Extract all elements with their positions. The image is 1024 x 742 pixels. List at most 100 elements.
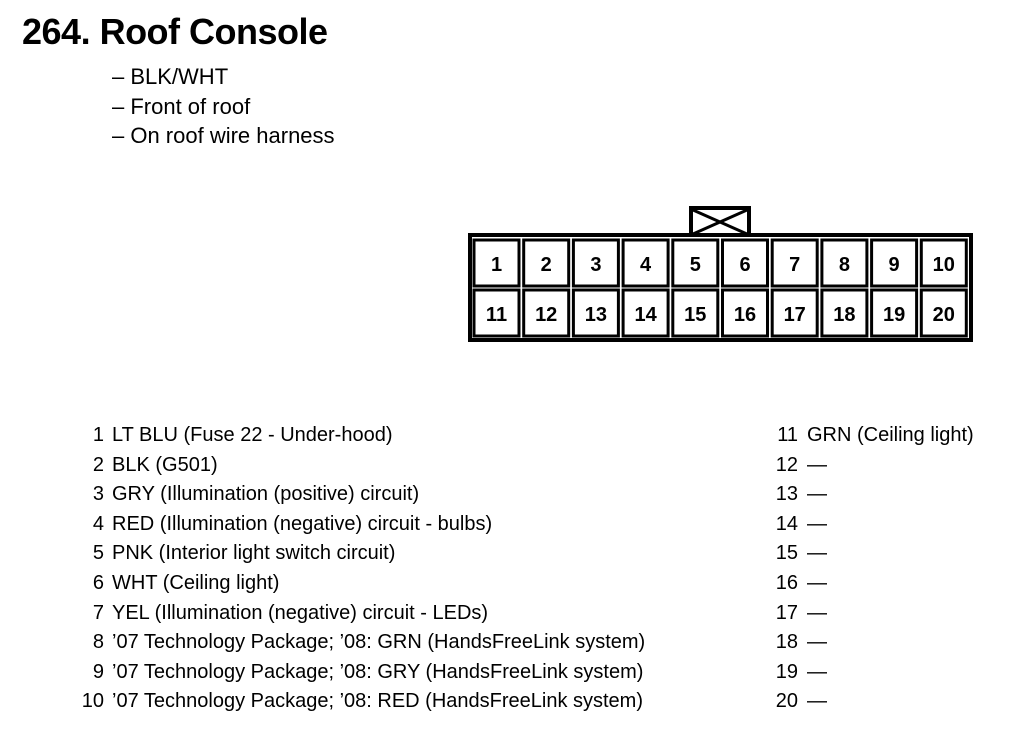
pin-description: BLK (G501)	[112, 453, 218, 476]
pin-number: 9	[92, 660, 104, 683]
pin-number: 12	[775, 453, 798, 476]
connector-pin-number: 13	[585, 304, 607, 326]
pin-number: 5	[92, 542, 104, 565]
pin-row: 17—	[770, 599, 974, 629]
pin-number: 15	[775, 542, 798, 565]
connector-pin: 13	[571, 288, 620, 338]
connector-pin: 16	[721, 288, 769, 338]
pin-number: 1	[92, 424, 104, 446]
pin-number: 2	[92, 453, 104, 476]
pin-number: 4	[92, 512, 104, 535]
pin-description: —	[807, 631, 827, 654]
pin-number: 16	[775, 571, 798, 594]
pin-row: 9’07 Technology Package; ’08: GRY (Hands…	[74, 658, 645, 688]
pin-description: ’07 Technology Package; ’08: GRN (HandsF…	[112, 631, 646, 654]
pin-number: 18	[775, 631, 798, 654]
connector-notes: – BLK/WHT – Front of roof – On roof wire…	[112, 62, 335, 151]
pin-description: YEL (Illumination (negative) circuit - L…	[112, 601, 489, 624]
pin-row: 3 GRY (Illumination (positive) circuit)	[74, 480, 645, 510]
pin-row: 6 WHT (Ceiling light)	[74, 569, 645, 599]
connector-pin-number: 10	[933, 254, 955, 276]
connector-pin: 1	[472, 238, 521, 288]
pin-number: 3	[92, 483, 104, 506]
pin-description: WHT (Ceiling light)	[112, 571, 280, 594]
connector-pin: 20	[919, 288, 968, 338]
pin-description: —	[807, 483, 827, 506]
pin-row: 8 ’07 Technology Package; ’08: GRN (Hands…	[74, 628, 645, 658]
pin-row: 7 YEL (Illumination (negative) circuit - …	[74, 599, 645, 629]
connector-pin: 8	[820, 238, 869, 288]
connector-pin: 11	[472, 288, 521, 338]
connector-pin-number: 17	[784, 304, 806, 326]
pin-row: 4 RED (Illumination (negative) circuit - …	[74, 510, 645, 540]
pin-row: 13 —	[770, 480, 974, 510]
pin-number: 13	[775, 483, 798, 506]
connector-pin-number: 11	[486, 304, 507, 326]
pin-row: 16 —	[770, 569, 974, 599]
connector-pin: 2	[522, 238, 571, 288]
connector-pin-number: 12	[535, 304, 557, 326]
pin-description: GRN (Ceiling light)	[807, 424, 974, 446]
note-harness: – On roof wire harness	[112, 123, 335, 148]
connector-pin-number: 9	[889, 254, 900, 276]
note-location: – Front of roof	[112, 93, 251, 119]
connector-pin-number: 2	[541, 254, 552, 276]
pin-row: 18 —	[770, 628, 974, 658]
connector-pin-number: 15	[684, 304, 706, 326]
page-title: 264. Roof Console	[22, 11, 328, 52]
connector-pin: 9	[870, 238, 919, 288]
pin-row: 15 —	[770, 539, 974, 569]
pin-description: ’07 Technology Package; ’08: RED (HandsF…	[112, 690, 643, 713]
connector-pin: 7	[770, 238, 819, 288]
pin-number: 14	[775, 512, 798, 535]
connector-pin: 14	[621, 288, 670, 338]
connector-pin: 15	[671, 288, 720, 338]
connector-pin-number: 7	[789, 254, 800, 276]
pin-number: 10	[81, 690, 104, 713]
pin-description: LT BLU (Fuse 22 - Under-hood)	[112, 424, 393, 446]
pin-number: 19	[775, 660, 798, 683]
connector-pin-number: 8	[839, 254, 850, 276]
pin-description: RED (Illumination (negative) circuit - b…	[112, 512, 493, 535]
pin-description: —	[807, 453, 827, 476]
connector-pin: 19	[870, 288, 919, 338]
pin-number: 11	[777, 424, 798, 446]
connector-pin: 12	[522, 288, 571, 338]
pin-number: 6	[92, 571, 104, 594]
connector-pin-number: 18	[833, 304, 855, 326]
connector-pin-number: 6	[739, 254, 750, 276]
connector-pin-number: 16	[734, 304, 756, 326]
connector-pin-number: 1	[491, 254, 502, 276]
connector-pin: 3	[571, 238, 620, 288]
pin-row: 1 LT BLU (Fuse 22 - Under-hood)	[74, 421, 645, 451]
pin-number: 8	[92, 631, 104, 654]
connector-pin-number: 4	[640, 254, 652, 276]
pin-description: —	[807, 660, 827, 683]
pin-row: 10 ’07 Technology Package; ’08: RED (Hand…	[74, 687, 645, 717]
locking-tab	[689, 206, 751, 238]
connector-pin: 5	[671, 238, 720, 288]
pin-number: 7	[92, 601, 104, 624]
pin-row: 20—	[770, 687, 974, 717]
pin-row: 14 —	[770, 510, 974, 540]
pin-description: —	[807, 571, 827, 594]
pin-description: —	[807, 601, 827, 624]
connector-pin-number: 20	[933, 304, 955, 326]
connector-pin-number: 19	[883, 304, 905, 326]
pin-row: 2 BLK (G501)	[74, 451, 645, 481]
pin-row: 11 GRN (Ceiling light)	[770, 421, 974, 451]
connector-pin: 18	[820, 288, 869, 338]
connector-pin: 6	[721, 238, 769, 288]
connector-pin-number: 3	[590, 254, 601, 276]
connector-pin-number: 5	[690, 254, 701, 276]
pin-description: —	[807, 690, 827, 713]
pin-list-left: 1 LT BLU (Fuse 22 - Under-hood) 2 BLK (G501…	[74, 421, 645, 717]
pin-description: GRY (Illumination (positive) circuit)	[112, 483, 420, 506]
pin-description: —	[807, 542, 827, 565]
pin-description: —	[807, 512, 827, 535]
note-color: – BLK/WHT	[112, 64, 229, 89]
connector-pin-number: 14	[634, 304, 657, 326]
pin-row: 12 —	[770, 451, 974, 481]
